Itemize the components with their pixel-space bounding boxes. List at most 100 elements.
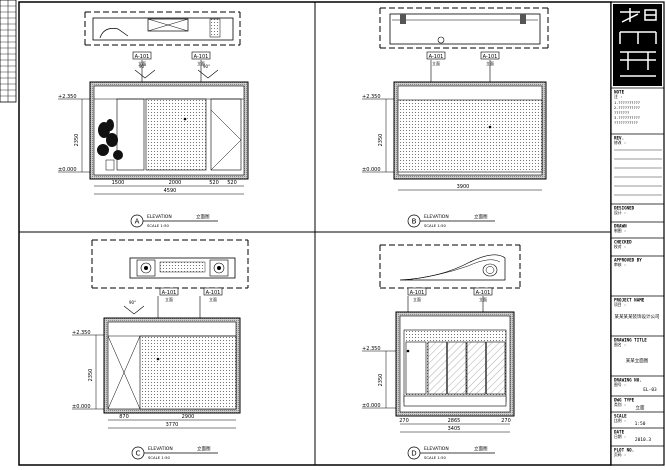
plant-icon bbox=[97, 119, 123, 171]
tag-a-right: A-101 bbox=[194, 54, 209, 60]
height-dim-c: 2350 bbox=[88, 369, 94, 382]
title-block-label: NOTE bbox=[614, 90, 625, 95]
note-line: 1.?????????? bbox=[614, 101, 640, 105]
elevation-d: A-101 立面 A-101 立面 +2.350 ±0.000 2350 270… bbox=[362, 244, 521, 460]
tag-c-left: A-101 bbox=[162, 290, 177, 296]
title-block-sublabel: 类别 : bbox=[614, 402, 626, 407]
title-block-sublabel: 图名 : bbox=[614, 342, 626, 347]
dim-d-3: 270 bbox=[501, 418, 511, 424]
left-margin-strip bbox=[0, 0, 17, 103]
wardrobe-panel bbox=[466, 341, 486, 395]
angle-a-left: 90° bbox=[139, 64, 146, 69]
title-block-label: SCALE bbox=[614, 414, 627, 419]
level-d-bottom: ±0.000 bbox=[362, 403, 381, 409]
dim-d-1: 270 bbox=[399, 418, 409, 424]
elev-a-title-cn: 立面图 bbox=[196, 213, 210, 220]
title-block-sublabel: 日期 : bbox=[614, 434, 626, 439]
note-line: ??????? bbox=[614, 111, 629, 115]
total-dim-d: 3405 bbox=[448, 426, 461, 432]
dim-a-2: 2000 bbox=[169, 180, 182, 186]
tag-d-right: A-101 bbox=[476, 290, 491, 296]
angle-c: 90° bbox=[129, 300, 136, 305]
elev-c-scale: SCALE 1:50 bbox=[148, 455, 170, 460]
elev-a-scale: SCALE 1:50 bbox=[147, 223, 169, 228]
level-c-top: +2.350 bbox=[72, 330, 91, 336]
title-block-sublabel: 校对 : bbox=[614, 244, 626, 249]
project-name-value: 某某某某装饰设计公司 bbox=[615, 313, 660, 320]
title-block-sublabel: 比例 : bbox=[614, 418, 626, 423]
tag-c-right-sub: 立面 bbox=[209, 296, 217, 302]
title-block-label: DRAWING NO. bbox=[614, 378, 642, 383]
tag-b-left-sub: 立面 bbox=[432, 60, 440, 66]
wardrobe-panel bbox=[427, 341, 447, 395]
total-dim-c: 3770 bbox=[166, 422, 179, 428]
height-dim-b: 2350 bbox=[378, 134, 384, 147]
total-dim-b: 3900 bbox=[457, 184, 470, 190]
level-b-bottom: ±0.000 bbox=[362, 167, 381, 173]
elev-d-scale: SCALE 1:50 bbox=[424, 455, 446, 460]
title-block-sublabel: 页码 : bbox=[614, 452, 626, 457]
wardrobe-panel bbox=[486, 341, 506, 395]
wardrobe-panel bbox=[447, 341, 467, 395]
plan-d bbox=[379, 244, 521, 289]
dwg-type-value: 立面 bbox=[636, 404, 645, 411]
note-line: ??????????? bbox=[614, 121, 638, 125]
elevation-a: A-101 立面 A-101 立面 90° 90° +2.350 ±0.000 bbox=[58, 11, 249, 228]
elev-b-title-cn: 立面图 bbox=[474, 213, 488, 220]
dim-a-3: 520 bbox=[209, 180, 219, 186]
note-line: 2.?????????? bbox=[614, 106, 640, 110]
tag-a-left: A-101 bbox=[135, 54, 150, 60]
title-block-label: DRAWN bbox=[614, 224, 627, 229]
tag-c-right: A-101 bbox=[206, 290, 221, 296]
title-block-label: DATE bbox=[614, 430, 625, 435]
scale-value: 1:50 bbox=[635, 421, 646, 427]
tag-b-left: A-101 bbox=[429, 54, 444, 60]
title-block-label: REV. bbox=[614, 136, 624, 141]
total-dim-a: 4590 bbox=[164, 188, 177, 194]
elev-b-title: ELEVATION bbox=[424, 214, 449, 220]
elevation-c: A-101 立面 A-101 立面 90° +2.350 ±0.000 2350… bbox=[72, 239, 249, 460]
tag-d-left: A-101 bbox=[410, 290, 425, 296]
drawing-title-value: 某某立面图 bbox=[626, 357, 649, 364]
tag-b-right: A-101 bbox=[483, 54, 498, 60]
title-block-sublabel: 注 : bbox=[614, 94, 622, 99]
title-block-label: APPROVED BY bbox=[614, 258, 642, 263]
height-dim-d: 2350 bbox=[378, 374, 384, 387]
elev-c-letter: C bbox=[136, 450, 141, 458]
elev-c-title: ELEVATION bbox=[148, 446, 173, 452]
elev-d-title-cn: 立面图 bbox=[474, 445, 488, 452]
company-logo bbox=[613, 4, 662, 86]
title-block-label: CHECKED bbox=[614, 240, 632, 245]
level-c-bottom: ±0.000 bbox=[72, 404, 91, 410]
elev-a-title: ELEVATION bbox=[147, 214, 172, 220]
dim-a-4: 520 bbox=[227, 180, 237, 186]
plan-b bbox=[379, 7, 549, 49]
date-value: 2010.3 bbox=[635, 437, 652, 443]
elevation-b: A-101 立面 A-101 立面 +2.350 ±0.000 2350 390… bbox=[362, 7, 549, 228]
angle-a-right: 90° bbox=[203, 64, 210, 69]
level-a-top: +2.350 bbox=[58, 94, 77, 100]
dim-d-2: 2865 bbox=[448, 418, 461, 424]
dim-c-1: 870 bbox=[119, 414, 129, 420]
wardrobe-panels bbox=[405, 341, 506, 395]
level-d-top: +2.350 bbox=[362, 346, 381, 352]
title-block-label: DWG TYPE bbox=[614, 398, 635, 403]
plan-a bbox=[84, 11, 241, 46]
title-block-label: DRAWING TITLE bbox=[614, 338, 647, 343]
level-b-top: +2.350 bbox=[362, 94, 381, 100]
title-block-label: DESIGNED bbox=[614, 206, 635, 211]
title-block-label: PROJECT NAME bbox=[614, 298, 645, 303]
title-block-sublabel: 修改 : bbox=[614, 140, 626, 145]
title-block-sublabel: 图号 : bbox=[614, 382, 626, 387]
tag-d-left-sub: 立面 bbox=[413, 296, 421, 302]
title-block-sublabel: 审核 : bbox=[614, 262, 626, 267]
tag-c-left-sub: 立面 bbox=[165, 296, 173, 302]
title-block-sublabel: 制图 : bbox=[614, 228, 626, 233]
elev-b-letter: B bbox=[412, 218, 417, 226]
elev-c-title-cn: 立面图 bbox=[197, 445, 211, 452]
side-panel bbox=[405, 341, 427, 395]
dim-a-1: 1500 bbox=[112, 180, 125, 186]
title-block-sublabel: 设计 : bbox=[614, 210, 626, 215]
